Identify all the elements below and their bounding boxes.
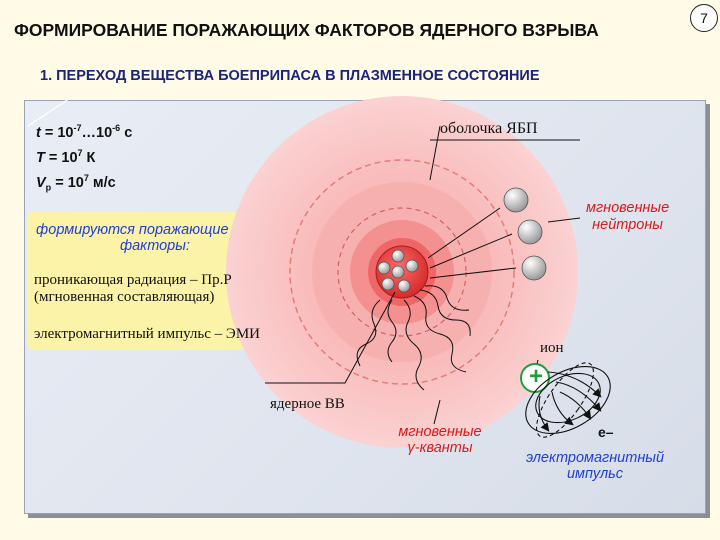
fireball-ring-dashed-inner — [337, 207, 467, 337]
ion-plus-sign: + — [528, 363, 543, 390]
electron-label: е– — [598, 424, 614, 440]
explosive-pointer — [265, 291, 396, 384]
gamma-label: мгновенные γ-кванты — [398, 424, 482, 456]
emp-factor-label: электромагнитный импульс – ЭМИ — [34, 326, 260, 342]
neutrons-pointer — [547, 217, 581, 223]
page-title: ФОРМИРОВАНИЕ ПОРАЖАЮЩИХ ФАКТОРОВ ЯДЕРНОГ… — [14, 20, 599, 40]
nuclear-explosive-label: ядерное ВВ — [270, 396, 345, 412]
neutron-ball — [517, 219, 543, 245]
neutron-ball — [503, 187, 529, 213]
shell-label: оболочка ЯБП — [440, 120, 538, 137]
param-velocity: Vр = 107 м/с — [36, 172, 116, 193]
fireball-ring-dashed — [289, 159, 515, 385]
neutron-particles — [427, 187, 547, 281]
shell-pointer — [429, 125, 441, 181]
radiation-label: проникающая радиация – Пр.Р (мгновенная … — [34, 272, 232, 305]
neutrons-label: мгновенные нейтроны — [586, 200, 670, 233]
electron-orbits — [525, 362, 611, 438]
nucleus-particles — [377, 249, 419, 293]
param-time: t = 10-7…10-6 с — [36, 123, 133, 141]
ion-label: ион — [540, 340, 564, 356]
neutron-ball — [521, 255, 547, 281]
section-subtitle: 1. ПЕРЕХОД ВЕЩЕСТВА БОЕПРИПАСА В ПЛАЗМЕН… — [40, 68, 540, 84]
gamma-rays — [356, 285, 471, 425]
emp-pulse-label: электромагнитный импульс — [525, 450, 665, 482]
page-number: 7 — [690, 4, 718, 32]
plasma-parameters: t = 10-7…10-6 с T = 107 К Vр = 107 м/с — [36, 118, 132, 197]
param-temperature: T = 107 К — [36, 147, 96, 166]
factors-label: формируются поражающие факторы: — [36, 222, 229, 254]
